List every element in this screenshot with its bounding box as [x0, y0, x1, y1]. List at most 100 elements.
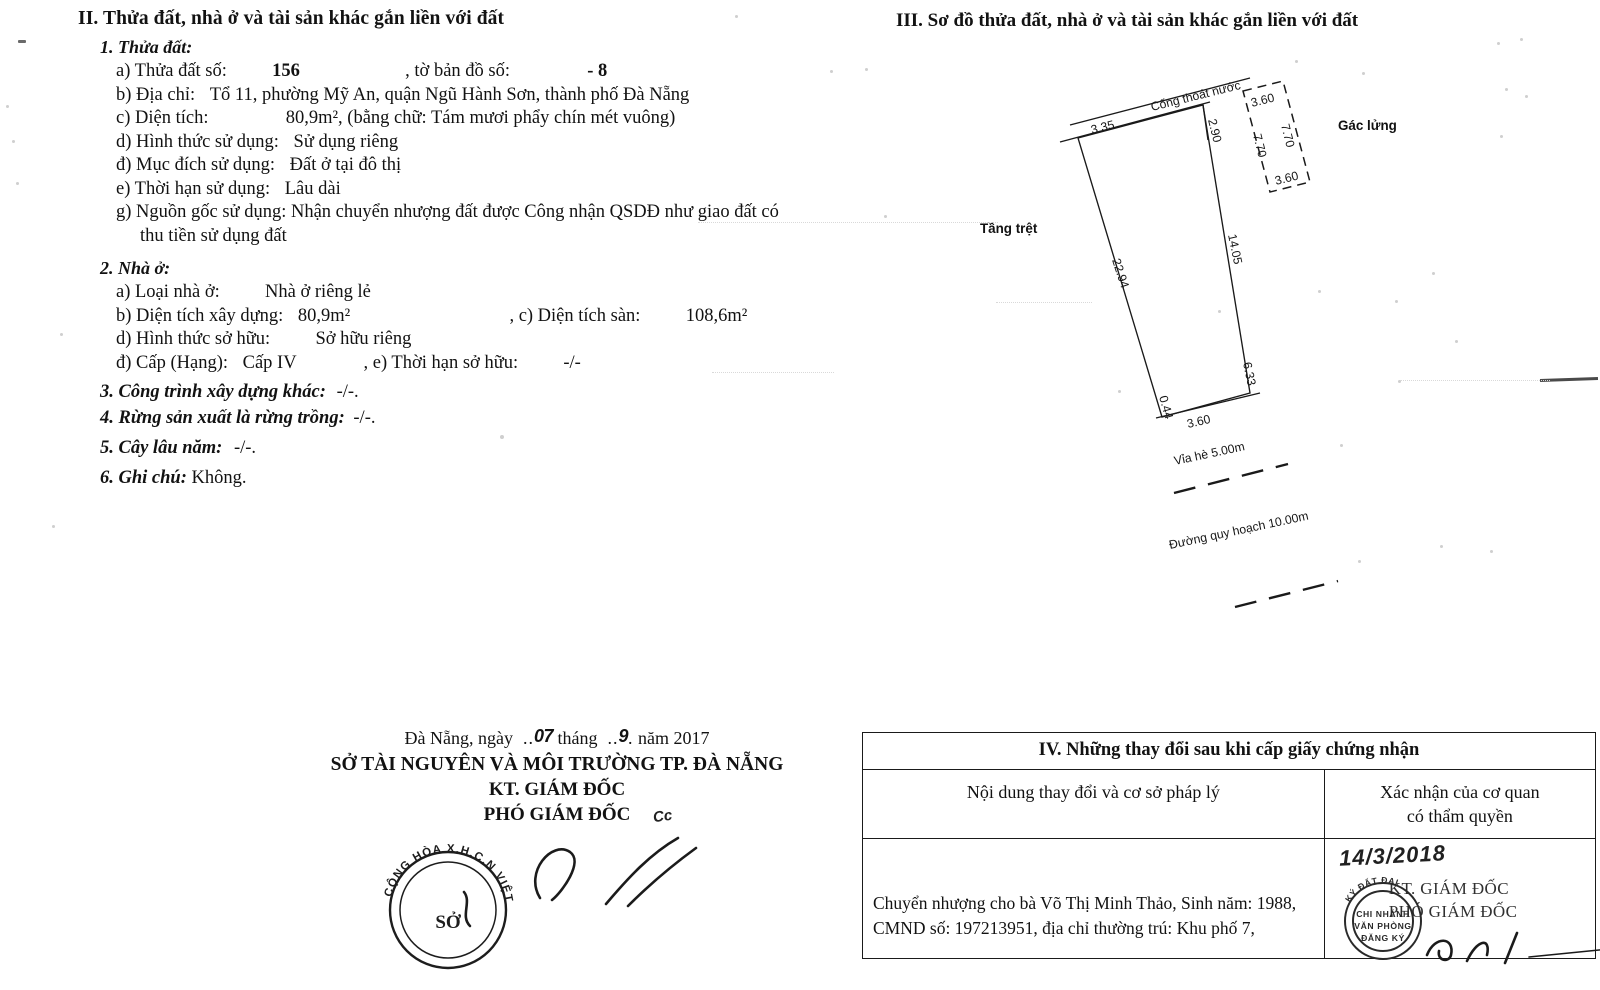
field-house-type: a) Loại nhà ở: Nhà ở riêng lẻ: [116, 281, 868, 305]
item-6-value: Không.: [191, 468, 247, 488]
changes-col2-header: Xác nhận của cơ quan có thẩm quyền: [1323, 769, 1597, 839]
changes-row1-content: Chuyển nhượng cho bà Võ Thị Minh Thảo, S…: [862, 838, 1325, 959]
field-ownership-term-value: -/-: [563, 352, 581, 373]
signature-day: 07: [533, 726, 554, 746]
signature-initials: Cc: [652, 806, 674, 827]
changes-col2-header-line2: có thẩm quyền: [1406, 806, 1513, 826]
dim-left-long-label: 22.94: [1109, 257, 1132, 291]
parcel-outline: [1077, 104, 1251, 418]
confirmation-role-line1: KT. GIÁM ĐỐC: [1388, 879, 1509, 898]
confirmation-seal-arc-text: KÝ ĐẤT ĐAI: [1343, 875, 1400, 904]
scan-artifact: [6, 105, 9, 108]
field-use-purpose-label: đ) Mục đích sử dụng:: [116, 155, 276, 175]
section-three-heading: III. Sơ đồ thửa đất, nhà ở và tài sản kh…: [896, 10, 1359, 31]
item-6-notes: 6. Ghi chú: Không.: [100, 465, 868, 491]
drain-line: [1069, 77, 1251, 126]
seal-inner-ring: [399, 861, 497, 959]
field-area: c) Diện tích: 80,9m², (bằng chữ: Tám mươ…: [116, 107, 868, 131]
field-use-purpose-value: Đất ở tại đô thị: [289, 155, 402, 175]
confirmation-signature-ink: [1421, 927, 1600, 967]
field-ownership-form: d) Hình thức sở hữu: Sở hữu riêng: [116, 328, 868, 352]
item-3-other-structures: 3. Công trình xây dựng khác: -/-.: [100, 379, 868, 405]
field-parcel-number-label: a) Thửa đất số:: [116, 61, 227, 81]
confirmation-seal-line4: ĐĂNG KÝ: [1361, 932, 1405, 943]
changes-table-title: IV. Những thay đổi sau khi cấp giấy chứn…: [862, 732, 1596, 770]
field-ownership-form-label: d) Hình thức sở hữu:: [116, 329, 271, 349]
field-floor-area-label: , c) Diện tích sàn:: [509, 305, 641, 326]
changes-col2-header-line1: Xác nhận của cơ quan: [1380, 782, 1540, 802]
signature-month: 9: [618, 726, 628, 746]
field-built-area: b) Diện tích xây dựng: 80,9m² , c) Diện …: [116, 305, 868, 329]
field-grade-label: đ) Cấp (Hạng):: [116, 352, 228, 373]
sidewalk-line: [1173, 462, 1289, 495]
field-use-purpose: đ) Mục đích sử dụng: Đất ở tại đô thị: [116, 154, 868, 178]
field-address-value: Tổ 11, phường Mỹ An, quận Ngũ Hành Sơn, …: [209, 84, 690, 105]
changes-row1-confirmation: 14/3/2018 KT. GIÁM ĐỐC PHÓ GIÁM ĐỐC KÝ Đ…: [1323, 838, 1600, 965]
signature-year-prefix: năm: [638, 728, 669, 748]
mezzanine-dim-left: 7.70: [1250, 132, 1269, 159]
parcel-sketch-diagram: 3.35 Cống thoát nước 2.90 14.05 6.33 22.…: [960, 45, 1580, 645]
field-use-term: e) Thời hạn sử dụng: Lâu dài: [116, 178, 868, 202]
field-area-value: 80,9m², (bằng chữ: Tám mươi phẩy chín mé…: [285, 108, 676, 128]
table-title-row: IV. Những thay đổi sau khi cấp giấy chứn…: [862, 732, 1596, 770]
scan-artifact: [16, 182, 19, 185]
changes-table: IV. Những thay đổi sau khi cấp giấy chứn…: [862, 732, 1600, 965]
signature-role-line-2: PHÓ GIÁM ĐỐC: [483, 804, 631, 825]
mezzanine-dim-top: 3.60: [1249, 91, 1276, 110]
planned-road-line: [1234, 579, 1339, 609]
subsection-2-heading: 2. Nhà ở:: [100, 258, 171, 278]
signature-year: 2017: [673, 728, 710, 748]
item-5-perennial-trees: 5. Cây lâu năm: -/-.: [100, 435, 868, 461]
field-origin: g) Nguồn gốc sử dụng: Nhận chuyển nhượng…: [116, 201, 868, 225]
field-ownership-form-value: Sở hữu riêng: [315, 329, 412, 349]
seal-center-text: SỞ: [435, 911, 462, 933]
confirm-ink-3: [1503, 931, 1519, 965]
ground-floor-label: Tầng trệt: [980, 221, 1038, 236]
field-origin-value: Nhận chuyển nhượng đất được Công nhận QS…: [290, 202, 779, 222]
mezzanine-label: Gác lửng: [1338, 118, 1397, 133]
subsection-1-heading: 1. Thửa đất:: [100, 37, 193, 57]
confirmation-seal-line2: CHI NHÁNH: [1356, 909, 1410, 919]
item-3-label: 3. Công trình xây dựng khác:: [100, 382, 326, 402]
dim-top-right-label: 2.90: [1205, 117, 1224, 144]
changes-row1-line1: Chuyển nhượng cho bà Võ Thị Minh Thảo, S…: [873, 893, 1297, 913]
item-3-value: -/-.: [336, 382, 359, 402]
item-5-value: -/-.: [233, 438, 257, 458]
signature-block: Đà Nẵng, ngày ..07 tháng ..9. năm 2017 S…: [322, 726, 792, 827]
item-5-label: 5. Cây lâu năm:: [100, 438, 223, 458]
field-use-form-value: Sử dụng riêng: [293, 131, 399, 152]
handwritten-signature: [510, 836, 710, 908]
dim-right-lower-label: 6.33: [1240, 361, 1259, 387]
field-grade: đ) Cấp (Hạng): Cấp IV , e) Thời hạn sở h…: [116, 352, 868, 376]
signature-month-prefix: tháng: [557, 728, 598, 748]
signature-stroke-3: [626, 846, 698, 908]
scan-artifact: [12, 140, 15, 143]
dim-bottom-label: 3.60: [1186, 412, 1212, 431]
field-grade-value: Cấp IV: [242, 352, 297, 373]
section-two-land-parcel: II. Thửa đất, nhà ở và tài sản khác gắn …: [78, 8, 868, 491]
field-parcel-number: a) Thửa đất số: 156 , tờ bản đồ số: - 8: [116, 60, 868, 84]
field-house-type-label: a) Loại nhà ở:: [116, 282, 220, 302]
signature-date-line: Đà Nẵng, ngày ..07 tháng ..9. năm 2017: [404, 726, 710, 748]
scan-artifact: [1520, 38, 1523, 41]
confirm-ink-2: [1465, 941, 1489, 963]
seal-outer-text: CỘNG HÒA X.H.C.N VIỆT NAM: [363, 821, 515, 908]
field-use-term-value: Lâu dài: [284, 178, 341, 199]
field-use-term-label: e) Thời hạn sử dụng:: [116, 178, 271, 199]
confirm-ink-4: [1527, 949, 1600, 958]
confirm-ink-1: [1425, 939, 1453, 962]
scan-artifact: [52, 525, 55, 528]
item-4-production-forest: 4. Rừng sản xuất là rừng trồng: -/-.: [100, 405, 868, 431]
section-two-heading: II. Thửa đất, nhà ở và tài sản khác gắn …: [78, 8, 505, 29]
confirmation-seal-line3: VĂN PHÒNG: [1354, 920, 1411, 931]
scan-artifact: [60, 333, 63, 336]
signature-organization: SỞ TÀI NGUYÊN VÀ MÔI TRƯỜNG TP. ĐÀ NẴNG: [330, 754, 784, 775]
field-built-area-value: 80,9m²: [297, 305, 351, 326]
field-origin-label: g) Nguồn gốc sử dụng:: [116, 202, 287, 222]
signature-stroke-2: [604, 836, 680, 906]
field-map-sheet-value: - 8: [587, 61, 608, 81]
table-header-row: Nội dung thay đổi và cơ sở pháp lý Xác n…: [862, 769, 1597, 839]
scan-artifact: [884, 215, 887, 218]
signature-stroke-1: [533, 848, 576, 902]
seal-overlap-ink: [462, 890, 472, 928]
